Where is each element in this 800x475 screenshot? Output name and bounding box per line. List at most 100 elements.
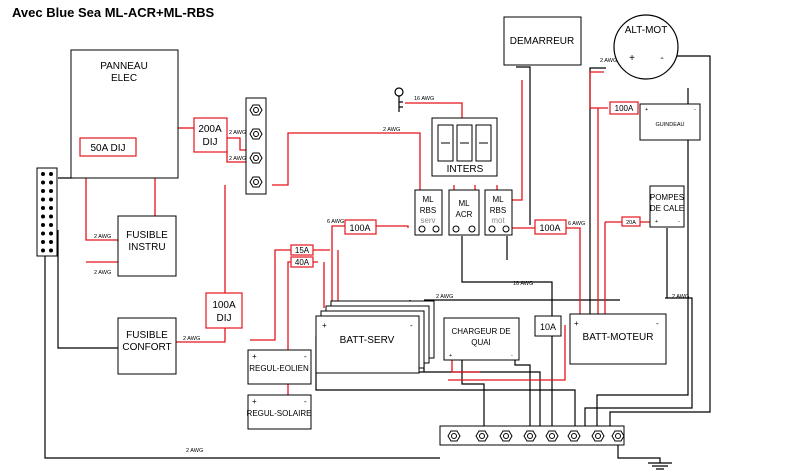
wire-label-2awg-dij200b: 2 AWG xyxy=(229,156,246,162)
dij-200a-label-1: 200A xyxy=(198,124,222,135)
wire-label-2awg-alt: 2 AWG xyxy=(600,58,617,64)
bus-terminal-hole xyxy=(571,433,577,439)
bus-terminal xyxy=(49,214,53,219)
batt-serv: BATT-SERV + - xyxy=(315,300,435,374)
bus-terminal-hole xyxy=(479,433,485,439)
bus-terminal xyxy=(49,223,53,227)
batt-serv-label: BATT-SERV xyxy=(340,335,395,346)
regul-solaire-plus: + xyxy=(252,397,257,406)
bus-terminal-hole xyxy=(527,433,533,439)
fusible-instru-label-2: INSTRU xyxy=(128,242,165,253)
bus-terminal xyxy=(49,197,53,202)
batt-moteur-minus: - xyxy=(656,319,659,328)
wire-label-2awg-instru-a: 2 AWG xyxy=(94,234,111,240)
wire-label-2awg-right: 2 AWG xyxy=(672,294,689,300)
fuse-100a-serv-label: 100A xyxy=(349,223,370,233)
panneau-label-1: PANNEAU xyxy=(100,61,148,72)
demarreur-label: DEMARREUR xyxy=(510,36,574,47)
alternator: ALT-MOT + - xyxy=(613,14,679,80)
regul-eolien-minus: - xyxy=(304,352,307,361)
regul-solaire-label: REGUL-SOLAIRE xyxy=(247,409,312,418)
ml-acr: ML ACR xyxy=(448,189,480,236)
bus-terminal-hole xyxy=(253,155,259,161)
bus-terminal xyxy=(41,172,45,176)
wire-label-2awg-top: 2 AWG xyxy=(383,127,400,133)
bus-terminal xyxy=(41,231,45,236)
inters-label: INTERS xyxy=(447,164,484,175)
ml-acr-label-1: ML xyxy=(458,199,470,208)
bus-terminal xyxy=(41,240,45,244)
ml-rbs-serv-label-2: RBS xyxy=(420,206,436,215)
guindeau-plus: + xyxy=(645,107,648,113)
bus-terminal xyxy=(49,240,53,244)
bus-terminal xyxy=(41,206,45,210)
dij-100a: 100A DIJ xyxy=(205,292,243,329)
batt-moteur: BATT-MOTEUR + - xyxy=(569,313,667,365)
fusible-confort: FUSIBLE CONFORT xyxy=(117,317,177,375)
fuse-10a: 10A xyxy=(534,315,562,337)
wire-label-2awg-middle: 2 AWG xyxy=(436,294,453,300)
regul-eolien: REGUL-EOLIEN + - xyxy=(247,349,312,385)
bus-terminal-hole xyxy=(549,433,555,439)
dij-50a: 50A DIJ xyxy=(79,137,137,157)
ml-rbs-mot-label-2: RBS xyxy=(490,206,506,215)
bus-terminal-hole xyxy=(253,107,259,113)
bus-terminal xyxy=(49,248,53,253)
bus-terminal xyxy=(49,180,53,185)
fuse-100a-guindeau: 100A xyxy=(609,101,639,115)
diagram-title: Avec Blue Sea ML-ACR+ML-RBS xyxy=(12,5,214,20)
pompes-label-2: DE CALE xyxy=(650,204,684,213)
bus-terminal xyxy=(41,180,45,185)
fuse-100a-mot-label: 100A xyxy=(539,223,560,233)
batt-serv-minus: - xyxy=(410,321,413,330)
fuse-40a: 40A xyxy=(290,256,314,268)
guindeau-label: GUINDEAU xyxy=(655,122,684,128)
wire-label-2awg-confort: 2 AWG xyxy=(183,336,200,342)
dij-100a-label-2: DIJ xyxy=(217,313,232,324)
fuse-15a: 15A xyxy=(290,244,314,256)
fusible-confort-label-2: CONFORT xyxy=(122,342,171,353)
ml-rbs-mot: ML RBS mot xyxy=(484,189,513,236)
fusible-instru: FUSIBLE INSTRU xyxy=(117,215,177,277)
negative-bus-bar-bottom xyxy=(439,425,625,446)
chargeur-de-quai: CHARGEUR DE QUAI + - xyxy=(443,317,520,361)
regul-eolien-plus: + xyxy=(252,352,257,361)
fuse-20a-label: 20A xyxy=(626,220,636,226)
wire-label-6awg-left: 6 AWG xyxy=(327,219,344,225)
bus-terminal xyxy=(41,189,45,193)
panneau-label-2: ELEC xyxy=(111,73,137,84)
chargeur-label-2: QUAI xyxy=(471,338,491,347)
ml-rbs-serv-label-1: ML xyxy=(422,195,434,204)
batt-moteur-plus: + xyxy=(574,319,579,328)
dij-100a-label-1: 100A xyxy=(212,300,236,311)
chargeur-label-1: CHARGEUR DE xyxy=(451,327,510,336)
ml-acr-label-2: ACR xyxy=(456,210,473,219)
dij-200a-label-2: DIJ xyxy=(203,137,218,148)
dij-200a: 200A DIJ xyxy=(193,117,228,153)
pompes-de-cale: POMPES DE CALE + - xyxy=(649,185,685,228)
bus-terminal xyxy=(41,223,45,227)
fusible-confort-label-1: FUSIBLE xyxy=(126,330,168,341)
fuse-20a: 20A xyxy=(621,216,641,227)
bus-terminal xyxy=(49,172,53,176)
batt-serv-plus: + xyxy=(322,321,327,330)
wire-gauge-labels: 16 AWG 2 AWG 2 AWG 2 AWG 6 AWG 6 AWG 2 A… xyxy=(94,58,689,454)
wire-label-16awg-acr: 16 AWG xyxy=(513,281,533,287)
fusible-instru-label-1: FUSIBLE xyxy=(126,230,168,241)
wire-label-2awg-instru-b: 2 AWG xyxy=(94,270,111,276)
bus-terminal-hole xyxy=(595,433,601,439)
bus-terminal xyxy=(49,189,53,193)
guindeau: + - GUINDEAU xyxy=(639,103,701,141)
fuse-100a-guindeau-label: 100A xyxy=(615,104,634,113)
fuse-15a-label: 15A xyxy=(295,246,310,255)
bus-terminal-hole xyxy=(253,179,259,185)
bus-terminal-hole xyxy=(451,433,457,439)
wire-label-16awg-key: 16 AWG xyxy=(414,96,434,102)
bus-terminal xyxy=(41,197,45,202)
ml-rbs-mot-label-3: mot xyxy=(491,216,505,225)
bus-terminal-hole xyxy=(503,433,509,439)
ml-rbs-mot-label-1: ML xyxy=(492,195,504,204)
pompes-plus: + xyxy=(655,219,658,225)
guindeau-minus: - xyxy=(694,107,696,113)
